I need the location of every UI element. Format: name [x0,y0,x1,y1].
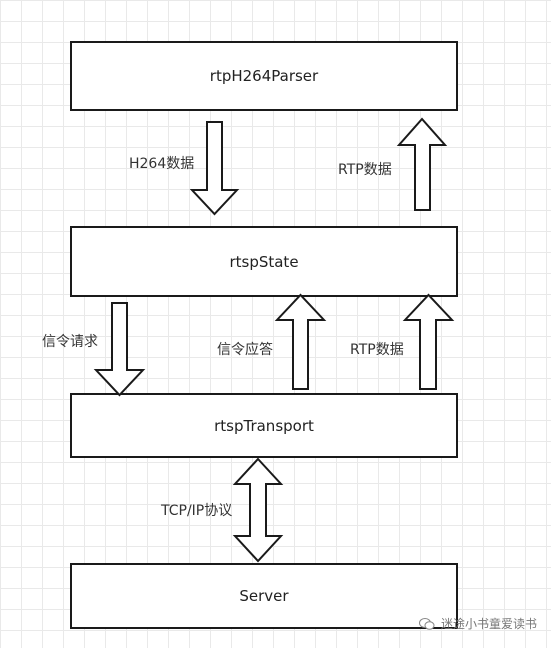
h264-data-label: H264数据 [129,156,195,172]
rtsp-state-label: rtspState [229,252,299,271]
rtp-data-label-lower: RTP数据 [350,342,404,358]
tcp-ip-protocol-label: TCP/IP协议 [161,503,233,519]
rtp-data-up-arrow-upper [396,117,448,211]
signal-request-down-arrow [93,302,146,397]
rtsp-state-box: rtspState [70,226,458,297]
rtp-data-up-arrow-lower [402,293,455,390]
wechat-icon [418,617,435,630]
watermark-text: 迷途小书童爱读书 [440,617,537,631]
rtp-h264-parser-box: rtpH264Parser [70,41,458,111]
signal-request-label: 信令请求 [42,334,98,350]
signal-response-label: 信令应答 [217,342,273,358]
server-label: Server [239,587,289,605]
rtp-h264-parser-label: rtpH264Parser [209,67,319,85]
signal-response-up-arrow [274,293,327,390]
rtsp-transport-label: rtspTransport [214,416,314,435]
rtp-data-label-upper: RTP数据 [338,162,392,178]
h264-data-down-arrow [189,121,240,216]
rtsp-transport-box: rtspTransport [70,393,458,458]
server-box: Server [70,563,458,629]
watermark: 迷途小书童爱读书 [418,615,537,632]
tcp-ip-double-arrow [232,457,284,563]
